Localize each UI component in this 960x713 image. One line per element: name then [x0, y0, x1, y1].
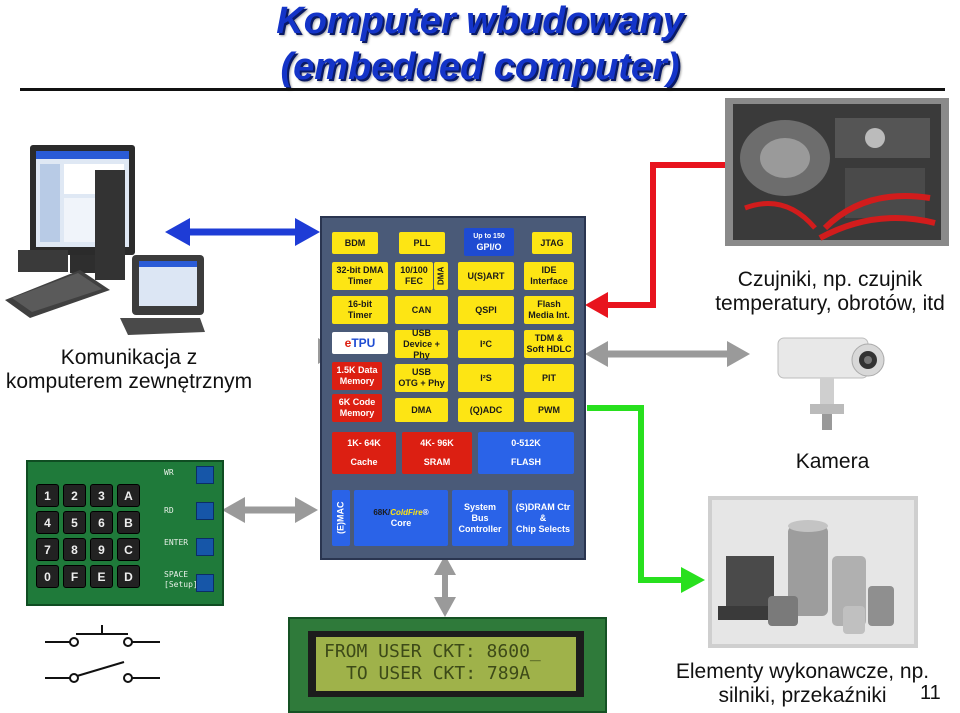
side-label-enter: ENTER — [164, 538, 189, 547]
desktop-computer-image — [5, 145, 205, 335]
lcd-arrow — [434, 555, 456, 617]
engine-image — [725, 98, 949, 246]
side-label-rd: RD — [164, 506, 174, 515]
title-underline — [20, 88, 945, 91]
keypad-key-8[interactable]: 8 — [63, 538, 86, 561]
communication-caption-line2: komputerem zewnętrznym — [5, 370, 253, 393]
keypad-key-9[interactable]: 9 — [90, 538, 113, 561]
keypad-key-1[interactable]: 1 — [36, 484, 59, 507]
keypad-key-6[interactable]: 6 — [90, 511, 113, 534]
keypad-key-2[interactable]: 2 — [63, 484, 86, 507]
lcd-module: FROM USER CKT: 8600_ TO USER CKT: 789A — [288, 617, 607, 713]
lcd-line1: FROM USER CKT: 8600_ — [324, 641, 541, 662]
switch-symbols — [45, 625, 160, 683]
block-pll: PLL — [399, 232, 445, 254]
slide-number: 11 — [920, 682, 941, 704]
keypad-key-4[interactable]: 4 — [36, 511, 59, 534]
camera-arrow — [585, 341, 750, 367]
camera-caption: Kamera — [795, 450, 870, 473]
lcd-line2: TO USER CKT: 789A — [346, 663, 531, 684]
keypad-key-0[interactable]: 0 — [36, 565, 59, 588]
camera-image — [777, 337, 885, 430]
block-usart: U(S)ART — [458, 262, 514, 290]
keypad-key-d[interactable]: D — [117, 565, 140, 588]
sensors-caption-line1: Czujniki, np. czujnik — [737, 268, 923, 291]
space-button[interactable] — [196, 574, 214, 592]
block-i2c: I²C — [458, 330, 514, 358]
block-tdm-hdlc: TDM &Soft HDLC — [524, 330, 574, 358]
keypad-key-a[interactable]: A — [117, 484, 140, 507]
enter-button[interactable] — [196, 538, 214, 556]
block-bdm: BDM — [332, 232, 378, 254]
keypad-key-3[interactable]: 3 — [90, 484, 113, 507]
side-label-setup: [Setup] — [164, 580, 198, 589]
keypad-side-buttons — [196, 466, 214, 596]
actuators-caption-line2: silniki, przekaźniki — [718, 684, 887, 707]
side-label-space: SPACE — [164, 570, 189, 579]
keypad-key-e[interactable]: E — [90, 565, 113, 588]
communication-arrow — [165, 218, 320, 246]
actuators-caption: Elementy wykonawcze, np. silniki, przeka… — [660, 660, 945, 708]
keypad-arrow — [222, 497, 318, 523]
lcd-screen: FROM USER CKT: 8600_ TO USER CKT: 789A — [316, 637, 576, 691]
communication-caption-line1: Komunikacja z — [60, 346, 198, 369]
keypad-side-labels: WR RD ENTER SPACE [Setup] — [164, 468, 214, 590]
block-qadc: (Q)ADC — [458, 398, 514, 422]
block-emac: (E)MAC — [332, 490, 350, 546]
keypad-key-b[interactable]: B — [117, 511, 140, 534]
block-sdram-ctr: (S)DRAM Ctr&Chip Selects — [512, 490, 574, 546]
actuator-arrow — [587, 405, 705, 593]
keypad-key-c[interactable]: C — [117, 538, 140, 561]
keypad-key-7[interactable]: 7 — [36, 538, 59, 561]
sensors-caption-line2: temperatury, obrotów, itd — [715, 292, 945, 315]
motors-image — [708, 496, 918, 648]
block-coldfire-core: 68K/ColdFire® Core — [354, 490, 448, 546]
block-i2s: I²S — [458, 364, 514, 392]
sensors-caption: Czujniki, np. czujnik temperatury, obrot… — [700, 268, 960, 316]
keypad-key-f[interactable]: F — [63, 565, 86, 588]
side-label-wr: WR — [164, 468, 174, 477]
communication-caption: Komunikacja z komputerem zewnętrznym — [0, 346, 258, 394]
block-jtag: JTAG — [532, 232, 572, 254]
block-dma: DMA — [395, 398, 448, 422]
block-pwm: PWM — [524, 398, 574, 422]
block-qspi: QSPI — [458, 296, 514, 324]
rd-button[interactable] — [196, 502, 214, 520]
wr-button[interactable] — [196, 466, 214, 484]
block-fec-dma: DMA — [434, 262, 448, 290]
sensor-arrow — [585, 162, 725, 318]
block-pit: PIT — [524, 364, 574, 392]
block-can: CAN — [395, 296, 448, 324]
slide-title-line2: (embedded computer) — [280, 46, 680, 88]
slide-title-line1: Komputer wbudowany — [276, 0, 684, 42]
actuators-caption-line1: Elementy wykonawcze, np. — [675, 660, 930, 683]
keypad-key-5[interactable]: 5 — [63, 511, 86, 534]
